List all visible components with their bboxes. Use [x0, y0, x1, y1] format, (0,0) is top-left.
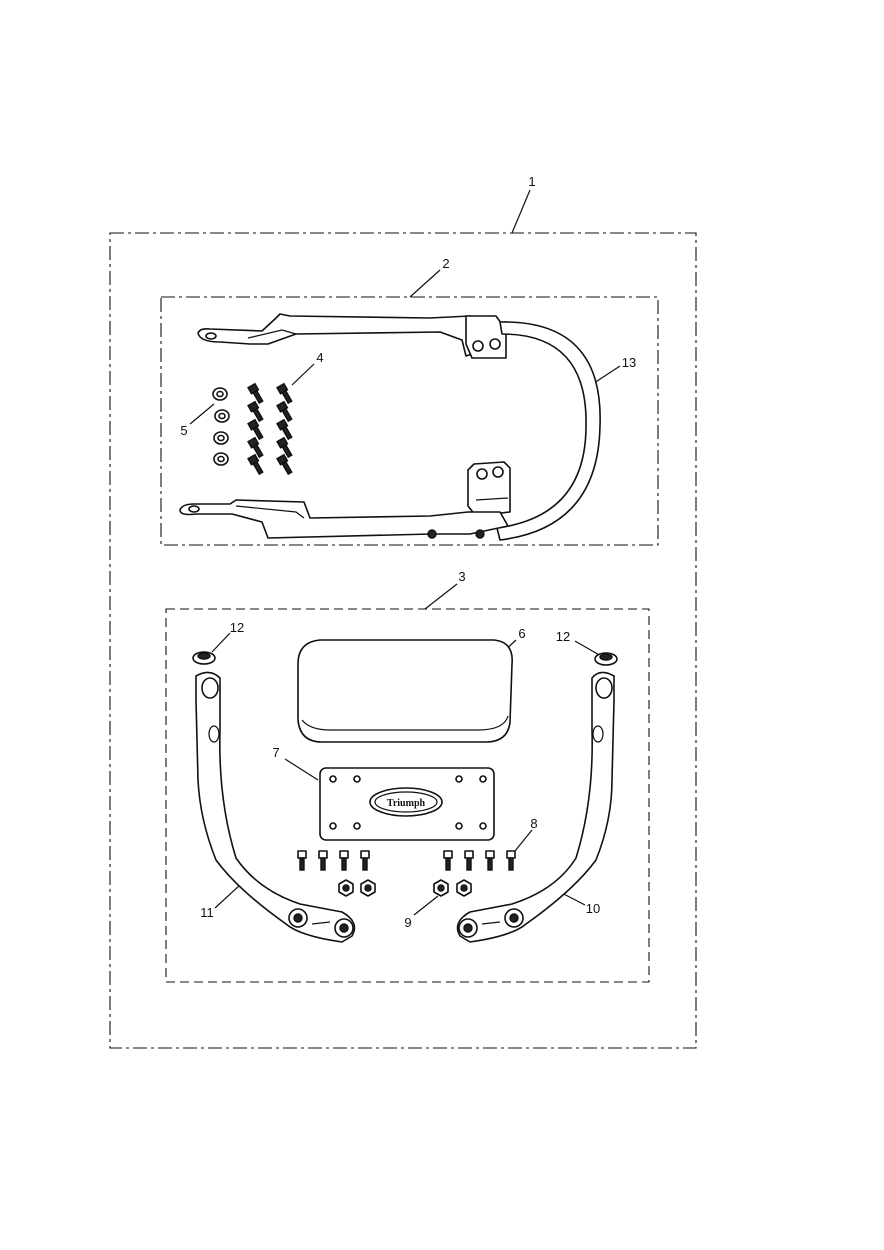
- nuts: [338, 879, 472, 897]
- callout-11: 11: [200, 905, 214, 920]
- callout-13: 13: [622, 355, 636, 370]
- callout-9: 9: [404, 915, 411, 930]
- callout-2: 2: [442, 256, 449, 271]
- right-strut: [456, 671, 615, 943]
- rack-bolts: [247, 382, 293, 476]
- backplate: Triumph: [319, 767, 495, 841]
- callout-5: 5: [180, 423, 187, 438]
- triumph-logo: Triumph: [387, 798, 426, 809]
- backrest-bolts: [297, 850, 516, 871]
- subkit-boundary-backrest: [165, 608, 650, 983]
- callout-7: 7: [272, 745, 279, 760]
- callout-3: 3: [458, 569, 465, 584]
- washers: [212, 387, 230, 466]
- callout-6: 6: [518, 626, 525, 641]
- grommets: [192, 651, 618, 666]
- kit-boundary-outer: [109, 232, 697, 1049]
- callout-4: 4: [316, 350, 323, 365]
- callout-8: 8: [530, 816, 537, 831]
- callout-labels: 1 2 3 4 5 6 7 8 9 10 11 12 12 13: [180, 174, 636, 930]
- callout-10: 10: [586, 901, 600, 916]
- rack-frame: [179, 313, 601, 541]
- backrest-pad: [297, 639, 513, 743]
- callout-12-left: 12: [230, 620, 244, 635]
- callout-12-right: 12: [556, 629, 570, 644]
- callout-1: 1: [528, 174, 535, 189]
- left-strut: [195, 671, 356, 943]
- subkit-boundary-rack: [160, 296, 659, 546]
